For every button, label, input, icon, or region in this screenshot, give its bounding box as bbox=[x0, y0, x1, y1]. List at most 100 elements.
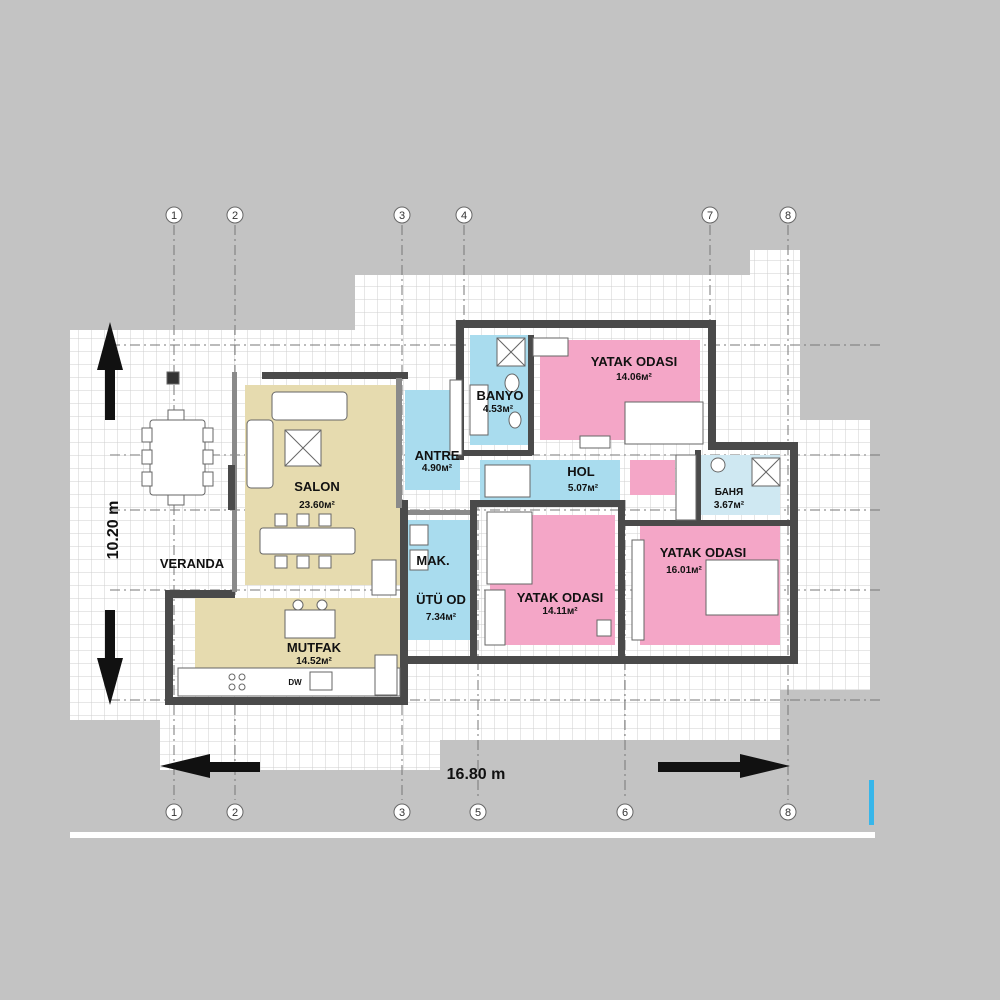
kitchen-counter bbox=[177, 667, 401, 697]
stool bbox=[316, 599, 328, 611]
chair bbox=[141, 471, 153, 487]
axis-marker: 3 bbox=[393, 803, 411, 821]
sofa bbox=[246, 419, 274, 489]
shelf bbox=[532, 337, 569, 357]
chair bbox=[141, 427, 153, 443]
stove-burner bbox=[238, 673, 246, 681]
chair bbox=[202, 449, 214, 465]
room-area-utu: 7.34м² bbox=[426, 612, 457, 623]
axis-marker: 4 bbox=[455, 206, 473, 224]
chair bbox=[318, 513, 332, 527]
basin bbox=[508, 411, 522, 429]
svg-text:2: 2 bbox=[232, 807, 238, 819]
wall bbox=[528, 335, 534, 455]
wall bbox=[456, 320, 716, 328]
kitchen-island bbox=[284, 609, 336, 639]
room-label-antre: ANTRE bbox=[415, 448, 460, 463]
wall bbox=[228, 465, 235, 510]
svg-text:6: 6 bbox=[622, 807, 628, 819]
wall bbox=[708, 320, 716, 450]
arrow-up-icon bbox=[97, 322, 123, 420]
stove-burner bbox=[238, 683, 246, 691]
sink bbox=[309, 671, 333, 691]
svg-text:3: 3 bbox=[399, 210, 405, 222]
room-label-utu: ÜTÜ OD bbox=[416, 592, 466, 607]
basin bbox=[710, 457, 726, 473]
axis-marker: 7 bbox=[701, 206, 719, 224]
stairs bbox=[371, 559, 397, 596]
room-area-banyo: 4.53м² bbox=[483, 404, 514, 415]
width-dimension-label: 16.80 m bbox=[447, 766, 506, 783]
wall bbox=[708, 442, 798, 450]
wall bbox=[165, 697, 408, 705]
veranda-table bbox=[149, 419, 206, 496]
room-area-banya: 3.67м² bbox=[714, 500, 745, 511]
chair bbox=[167, 409, 185, 421]
wall bbox=[790, 442, 798, 664]
chair bbox=[274, 513, 288, 527]
axis-marker: 1 bbox=[165, 206, 183, 224]
column bbox=[166, 371, 180, 385]
axis-marker: 8 bbox=[779, 206, 797, 224]
wall bbox=[408, 510, 470, 515]
furniture bbox=[141, 337, 781, 697]
axis-markers-top: 1 2 3 4 7 8 bbox=[165, 206, 797, 224]
room-label-yatak3: YATAK ODASI bbox=[517, 590, 603, 605]
chair bbox=[296, 513, 310, 527]
walls bbox=[165, 320, 798, 705]
svg-text:8: 8 bbox=[785, 807, 791, 819]
cabinet bbox=[469, 384, 489, 436]
room-label-hol: HOL bbox=[567, 464, 595, 479]
chair bbox=[141, 449, 153, 465]
bed bbox=[705, 559, 779, 616]
wall bbox=[400, 500, 408, 705]
svg-text:4: 4 bbox=[461, 210, 467, 222]
room-labels: VERANDA SALON 23.60м² ANTRE 4.90м² BANYO… bbox=[160, 354, 746, 687]
axis-marker: 5 bbox=[469, 803, 487, 821]
svg-text:5: 5 bbox=[475, 807, 481, 819]
toilet bbox=[504, 373, 520, 393]
room-area-mutfak: 14.52м² bbox=[296, 656, 332, 667]
wall bbox=[165, 590, 173, 705]
axis-marker: 1 bbox=[165, 803, 183, 821]
bed bbox=[486, 511, 533, 585]
axis-markers-bottom: 1 2 3 5 6 8 bbox=[165, 803, 797, 821]
chair bbox=[318, 555, 332, 569]
wall bbox=[165, 590, 235, 598]
hall-bench bbox=[484, 464, 531, 498]
room-area-hol: 5.07м² bbox=[568, 483, 599, 494]
dimension-width: 16.80 m bbox=[160, 754, 790, 783]
room-label-yatak1: YATAK ODASI bbox=[591, 354, 677, 369]
wall bbox=[618, 500, 625, 660]
room-label-salon: SALON bbox=[294, 479, 340, 494]
room-label-veranda: VERANDA bbox=[160, 556, 225, 571]
nightstand bbox=[579, 435, 611, 449]
wall bbox=[462, 450, 532, 456]
arrow-down-icon bbox=[97, 610, 123, 705]
washer bbox=[409, 524, 429, 546]
yatak2-nook bbox=[630, 460, 675, 495]
wardrobe bbox=[484, 589, 506, 646]
room-label-yatak2: YATAK ODASI bbox=[660, 545, 746, 560]
svg-text:1: 1 bbox=[171, 210, 177, 222]
wardrobe bbox=[631, 539, 645, 641]
wardrobe bbox=[675, 454, 697, 521]
room-area-antre: 4.90м² bbox=[422, 463, 453, 474]
ground-line bbox=[70, 832, 875, 838]
stove-burner bbox=[228, 673, 236, 681]
room-area-yatak2: 16.01м² bbox=[666, 565, 702, 576]
svg-text:3: 3 bbox=[399, 807, 405, 819]
room-area-yatak1: 14.06м² bbox=[616, 372, 652, 383]
wardrobe bbox=[449, 379, 463, 456]
chair bbox=[274, 555, 288, 569]
stove-burner bbox=[228, 683, 236, 691]
wall bbox=[625, 520, 795, 526]
room-label-mak: MAK. bbox=[416, 553, 449, 568]
dryer bbox=[409, 549, 429, 571]
chair bbox=[167, 494, 185, 506]
svg-text:7: 7 bbox=[707, 210, 713, 222]
sofa bbox=[271, 391, 348, 421]
dining-table bbox=[259, 527, 356, 555]
stool bbox=[292, 599, 304, 611]
